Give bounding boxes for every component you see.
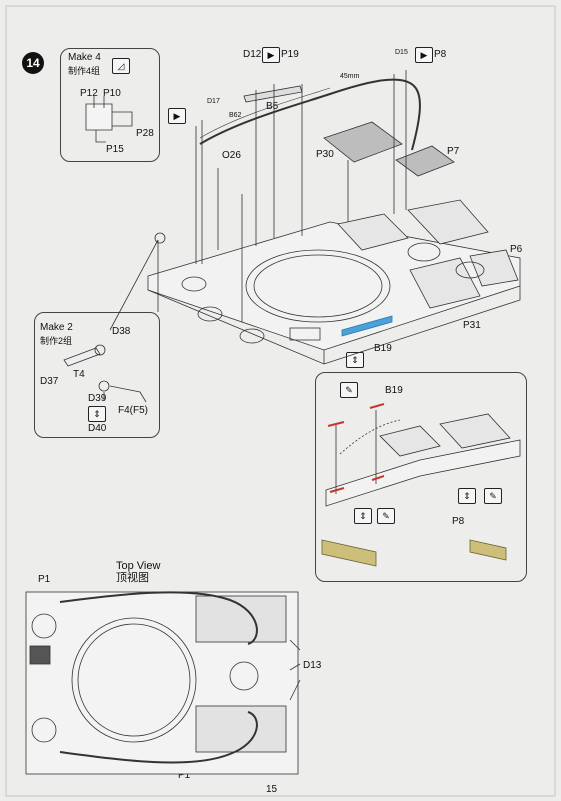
label-p7: P7 xyxy=(447,146,460,157)
make4-part-p28: P28 xyxy=(136,128,154,139)
label-d12: D12 xyxy=(243,49,262,60)
make2-part-d39: D39 xyxy=(88,393,107,404)
flip-icon: ⇕ xyxy=(346,352,364,368)
make2-part-f4: F4(F5) xyxy=(118,405,148,416)
label-d15: D15 xyxy=(395,49,408,56)
flip-icon: ⇕ xyxy=(354,508,372,524)
make4-part-p15: P15 xyxy=(106,144,124,155)
step-number-badge: 14 xyxy=(22,52,44,74)
top-view-label-p1-top: P1 xyxy=(38,574,51,585)
detail-box xyxy=(315,372,527,582)
label-b62: B62 xyxy=(229,112,242,119)
arrow-right-icon: ▶ xyxy=(262,47,280,63)
top-view-label-p1-bottom: P1 xyxy=(178,770,191,781)
page-number: 15 xyxy=(266,784,278,795)
flip-icon: ⇕ xyxy=(458,488,476,504)
label-p31: P31 xyxy=(463,320,481,331)
make2-subtitle: 制作2组 xyxy=(40,336,73,346)
paint-brush-icon: ✎ xyxy=(340,382,358,398)
top-view-title-en: Top View xyxy=(116,560,161,572)
arrow-right-icon: ▶ xyxy=(168,108,186,124)
make2-box xyxy=(34,312,160,438)
top-view-title: Top View 顶视图 xyxy=(116,560,160,584)
top-view-title-zh: 顶视图 xyxy=(116,572,149,584)
make2-title: Make 2 xyxy=(40,322,73,333)
make2-part-d38: D38 xyxy=(112,326,131,337)
make2-part-t4: T4 xyxy=(73,369,85,380)
make2-part-d40: D40 xyxy=(88,423,107,434)
arrow-right-icon: ▶ xyxy=(415,47,433,63)
make4-part-p10: P10 xyxy=(103,88,121,99)
glue-icon: ◿ xyxy=(112,58,130,74)
label-p6: P6 xyxy=(510,244,523,255)
make4-box xyxy=(60,48,160,162)
label-45mm: 45mm xyxy=(340,73,360,80)
paint-brush-icon: ✎ xyxy=(484,488,502,504)
make4-part-p12: P12 xyxy=(80,88,98,99)
flip-icon: ⇕ xyxy=(88,406,106,422)
detail-label-p8: P8 xyxy=(452,516,465,527)
label-p30: P30 xyxy=(316,149,334,160)
paint-brush-icon: ✎ xyxy=(377,508,395,524)
top-view-label-d13: D13 xyxy=(303,660,322,671)
make4-subtitle: 制作4组 xyxy=(68,66,101,76)
label-d17: D17 xyxy=(207,98,220,105)
make4-title: Make 4 xyxy=(68,52,101,63)
label-p19: P19 xyxy=(281,49,299,60)
label-o26: O26 xyxy=(222,150,241,161)
make2-part-d37: D37 xyxy=(40,376,59,387)
detail-label-b19: B19 xyxy=(385,385,403,396)
label-p8: P8 xyxy=(434,49,447,60)
label-b19: B19 xyxy=(374,343,392,354)
